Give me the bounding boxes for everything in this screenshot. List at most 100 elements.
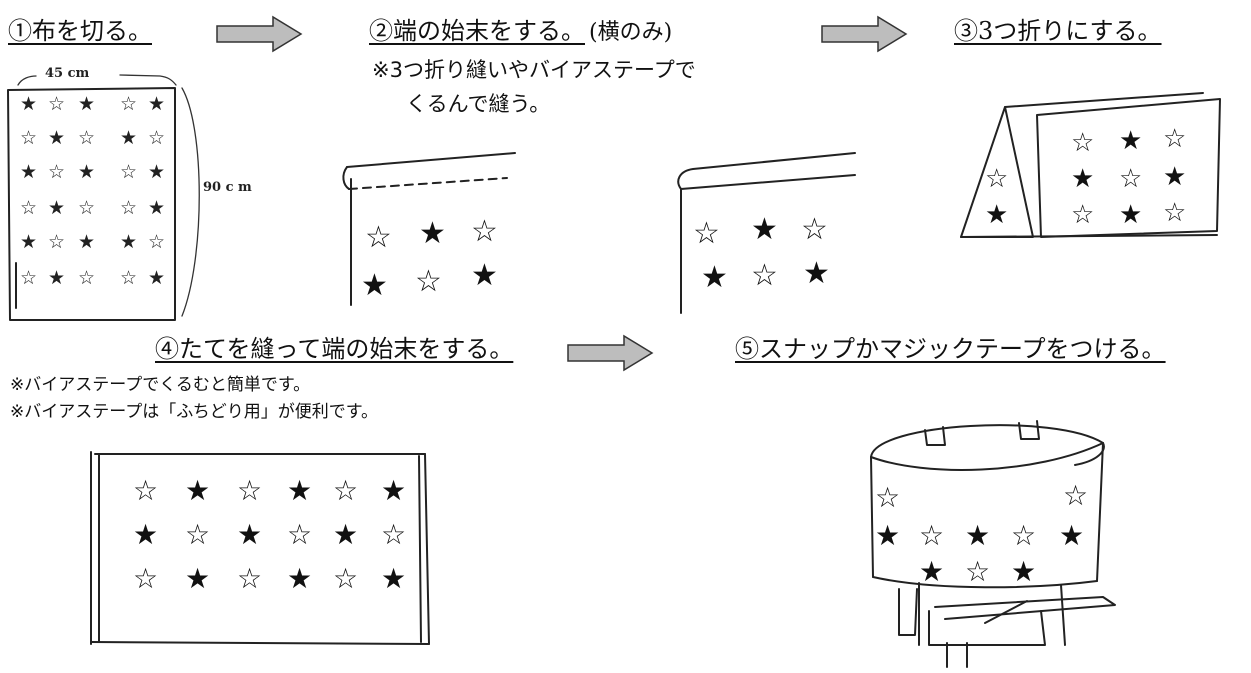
svg-text:★: ★ — [48, 267, 65, 289]
svg-text:★: ★ — [78, 231, 95, 253]
svg-text:★: ★ — [120, 127, 137, 149]
svg-text:☆: ☆ — [751, 258, 778, 293]
svg-text:★: ★ — [965, 519, 990, 552]
step1-title: ①布を切る。 — [8, 17, 152, 45]
svg-text:★: ★ — [875, 519, 900, 552]
svg-text:☆: ☆ — [48, 161, 65, 183]
svg-text:☆: ☆ — [1119, 164, 1142, 194]
svg-text:☆: ☆ — [919, 519, 944, 552]
svg-text:★: ★ — [985, 200, 1008, 230]
svg-text:★: ★ — [1071, 164, 1094, 194]
step4-note-line2: ※バイアステープは「ふちどり用」が便利です。 — [10, 402, 379, 422]
svg-text:☆: ☆ — [133, 474, 158, 507]
svg-text:★: ★ — [237, 518, 262, 551]
svg-text:☆: ☆ — [133, 562, 158, 595]
svg-text:★: ★ — [1163, 162, 1186, 192]
svg-text:☆: ☆ — [985, 164, 1008, 194]
svg-text:★: ★ — [381, 562, 406, 595]
svg-text:★: ★ — [471, 258, 498, 293]
fabric-star-grid: ★☆★☆★ ☆★☆★☆ ★☆★☆★ ☆★☆☆★ ★☆★★☆ ☆★☆☆★ — [20, 93, 165, 289]
svg-text:★: ★ — [20, 93, 37, 115]
svg-text:☆: ☆ — [78, 267, 95, 289]
arrow-right-icon — [567, 334, 654, 372]
svg-text:★: ★ — [148, 93, 165, 115]
svg-text:☆: ☆ — [365, 220, 392, 255]
svg-text:★: ★ — [381, 474, 406, 507]
svg-text:☆: ☆ — [120, 267, 137, 289]
svg-text:☆: ☆ — [48, 231, 65, 253]
svg-text:☆: ☆ — [1071, 200, 1094, 230]
svg-text:★: ★ — [133, 518, 158, 551]
step2-note-line2: くるんで縫う。 — [406, 92, 551, 116]
svg-text:★: ★ — [751, 212, 778, 247]
svg-text:★: ★ — [701, 260, 728, 295]
svg-text:★: ★ — [148, 161, 165, 183]
svg-text:★: ★ — [333, 518, 358, 551]
svg-text:☆: ☆ — [120, 93, 137, 115]
svg-text:☆: ☆ — [120, 161, 137, 183]
svg-text:☆: ☆ — [237, 562, 262, 595]
svg-text:★: ★ — [78, 161, 95, 183]
svg-text:☆: ☆ — [1071, 128, 1094, 158]
svg-text:☆: ☆ — [237, 474, 262, 507]
svg-text:☆: ☆ — [148, 231, 165, 253]
svg-text:☆: ☆ — [120, 197, 137, 219]
svg-text:★: ★ — [185, 474, 210, 507]
svg-text:☆: ☆ — [801, 212, 828, 247]
step5-title: ⑤スナップかマジックテープをつける。 — [735, 335, 1166, 363]
svg-text:☆: ☆ — [287, 518, 312, 551]
svg-text:☆: ☆ — [20, 267, 37, 289]
svg-text:☆: ☆ — [20, 197, 37, 219]
svg-text:★: ★ — [361, 268, 388, 303]
step3-title: ③3つ折りにする。 — [954, 17, 1162, 45]
svg-text:★: ★ — [78, 93, 95, 115]
svg-text:☆: ☆ — [965, 555, 990, 588]
step4-title: ④たてを縫って端の始末をする。 — [155, 335, 514, 363]
svg-text:☆: ☆ — [333, 474, 358, 507]
svg-text:☆: ☆ — [48, 93, 65, 115]
svg-text:★: ★ — [919, 555, 944, 588]
svg-text:☆: ☆ — [333, 562, 358, 595]
fabric-cut-sketch — [7, 74, 200, 321]
svg-text:☆: ☆ — [381, 518, 406, 551]
svg-text:☆: ☆ — [415, 264, 442, 299]
svg-text:★: ★ — [287, 474, 312, 507]
arrow-right-icon — [216, 15, 303, 53]
fabric-height-label: 90 c m — [203, 180, 252, 195]
svg-text:☆: ☆ — [148, 127, 165, 149]
svg-text:☆: ☆ — [1163, 198, 1186, 228]
svg-text:☆: ☆ — [471, 214, 498, 249]
svg-text:★: ★ — [287, 562, 312, 595]
svg-text:★: ★ — [1011, 555, 1036, 588]
svg-text:★: ★ — [419, 216, 446, 251]
svg-text:☆: ☆ — [78, 197, 95, 219]
hem-stitch-sketch: ☆ ★ ☆ ★ ☆ ★ — [342, 152, 516, 306]
hem-fold-sketch: ☆ ★ ☆ ★ ☆ ★ — [677, 152, 856, 314]
svg-text:★: ★ — [1059, 519, 1084, 552]
svg-text:★: ★ — [20, 161, 37, 183]
svg-text:☆: ☆ — [875, 481, 900, 514]
svg-text:★: ★ — [120, 231, 137, 253]
svg-text:☆: ☆ — [185, 518, 210, 551]
svg-text:★: ★ — [148, 267, 165, 289]
sewn-panel-sketch: ☆★☆★☆★ ★☆★☆★☆ ☆★☆★☆★ — [90, 451, 430, 645]
attached-cover-sketch: ☆☆ ★☆★☆★ ★☆★ — [870, 420, 1116, 668]
svg-text:☆: ☆ — [1011, 519, 1036, 552]
svg-text:☆: ☆ — [1063, 479, 1088, 512]
svg-text:☆: ☆ — [693, 216, 720, 251]
fabric-width-label: 45 cm — [45, 66, 90, 81]
svg-text:☆: ☆ — [78, 127, 95, 149]
step2-note-line1: ※3つ折り縫いやバイアステープで — [372, 58, 696, 82]
svg-text:★: ★ — [803, 256, 830, 291]
svg-text:☆: ☆ — [20, 127, 37, 149]
step4-note-line1: ※バイアステープでくるむと簡単です。 — [10, 375, 311, 395]
step2-title: ②端の始末をする。(横のみ) — [369, 17, 673, 45]
svg-text:★: ★ — [1119, 200, 1142, 230]
svg-text:★: ★ — [1119, 126, 1142, 156]
svg-text:★: ★ — [20, 231, 37, 253]
svg-text:★: ★ — [48, 127, 65, 149]
svg-text:★: ★ — [48, 197, 65, 219]
arrow-right-icon — [821, 15, 908, 53]
trifold-sketch: ☆★ ☆★☆ ★☆★ ☆★☆ — [960, 92, 1221, 238]
step2-title-suffix: (横のみ) — [589, 20, 673, 45]
